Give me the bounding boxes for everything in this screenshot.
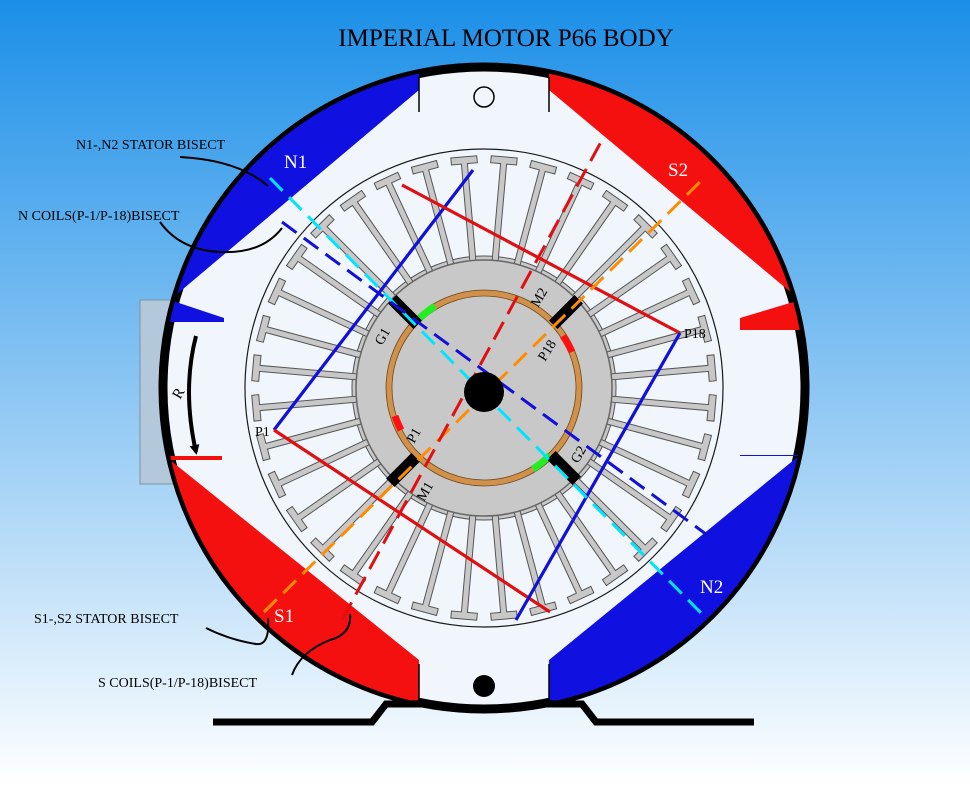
coil-label-p1-inner: P1 bbox=[404, 426, 424, 446]
stator-tooth bbox=[584, 457, 683, 533]
stator-tooth bbox=[339, 488, 415, 587]
brush-m1 bbox=[386, 453, 420, 487]
s-coil-right-up bbox=[401, 183, 681, 335]
stator-tooth bbox=[604, 417, 713, 462]
callout-n-stator-bisect: N1-,N2 STATOR BISECT bbox=[76, 138, 226, 153]
stator-tooth bbox=[570, 474, 658, 562]
commutator-ring-edge-outer bbox=[385, 289, 583, 487]
shaft bbox=[464, 372, 504, 412]
magnet-label-s2: S2 bbox=[668, 160, 688, 181]
stator-tooth bbox=[373, 171, 435, 276]
stator-tooth bbox=[339, 189, 415, 288]
stator-tooth bbox=[490, 512, 518, 621]
magnet-label-n1: N1 bbox=[284, 152, 307, 173]
stator-tooth bbox=[604, 314, 713, 359]
stator-tooth bbox=[251, 354, 360, 382]
magnet-label-s1: S1 bbox=[274, 606, 294, 627]
n-coils-bisect-line bbox=[281, 220, 715, 542]
stator-tooth bbox=[608, 354, 717, 382]
stator-tooth bbox=[553, 189, 629, 288]
brush-label-g2: G2 bbox=[568, 444, 590, 466]
green-segment-g2 bbox=[531, 452, 553, 472]
callout-s-coils-bisect: S COILS(P-1/P-18)BISECT bbox=[98, 676, 258, 691]
commutator-ring-edge-inner bbox=[391, 295, 577, 481]
stator-tooth bbox=[596, 437, 701, 499]
stator-tooth bbox=[285, 457, 384, 533]
callout-n-coils-bisect: N COILS(P-1/P-18)BISECT bbox=[18, 209, 180, 224]
red-segment-p1 bbox=[391, 414, 405, 432]
s-coil-left-down bbox=[273, 428, 551, 614]
coil-label-p18-outer: P18 bbox=[684, 327, 706, 342]
stator-tooth bbox=[251, 394, 360, 422]
stator-tooth bbox=[310, 214, 398, 302]
page-title: IMPERIAL MOTOR P66 BODY bbox=[338, 25, 673, 52]
stator-tooth bbox=[513, 159, 558, 268]
coil-lines bbox=[272, 169, 682, 621]
stator-tooth bbox=[255, 417, 364, 462]
stator-tooth bbox=[450, 155, 478, 264]
stator-tooth bbox=[513, 508, 558, 617]
top-mount-hole bbox=[473, 86, 495, 108]
commutator-ring bbox=[386, 290, 582, 486]
stator-tooth bbox=[285, 243, 384, 319]
red-segment-p18 bbox=[560, 333, 576, 354]
brush-g2 bbox=[547, 451, 581, 485]
bottom-mount-hole bbox=[473, 675, 495, 697]
coil-label-p1-outer: P1 bbox=[255, 425, 270, 440]
n-coil-left-up bbox=[272, 169, 475, 431]
callout-leaders bbox=[159, 156, 352, 676]
stator-tooth bbox=[410, 159, 455, 268]
stator-tooth bbox=[450, 512, 478, 621]
magnet-label-n2: N2 bbox=[700, 577, 723, 598]
stator-tooth bbox=[533, 171, 595, 276]
stator-tooth bbox=[570, 214, 658, 302]
stator-tooth bbox=[533, 500, 595, 605]
brush-label-g1: G1 bbox=[372, 326, 394, 348]
stator-tooth bbox=[267, 437, 372, 499]
stator-tooth bbox=[596, 277, 701, 339]
magnet-outlines bbox=[418, 77, 550, 700]
stator-tooth bbox=[267, 277, 372, 339]
stator-tooth bbox=[608, 394, 717, 422]
callout-s-stator-bisect: S1-,S2 STATOR BISECT bbox=[34, 612, 179, 627]
rotation-arrow bbox=[187, 335, 200, 455]
housing-inner-ring bbox=[244, 148, 724, 628]
n-coil-right-down bbox=[514, 332, 682, 621]
